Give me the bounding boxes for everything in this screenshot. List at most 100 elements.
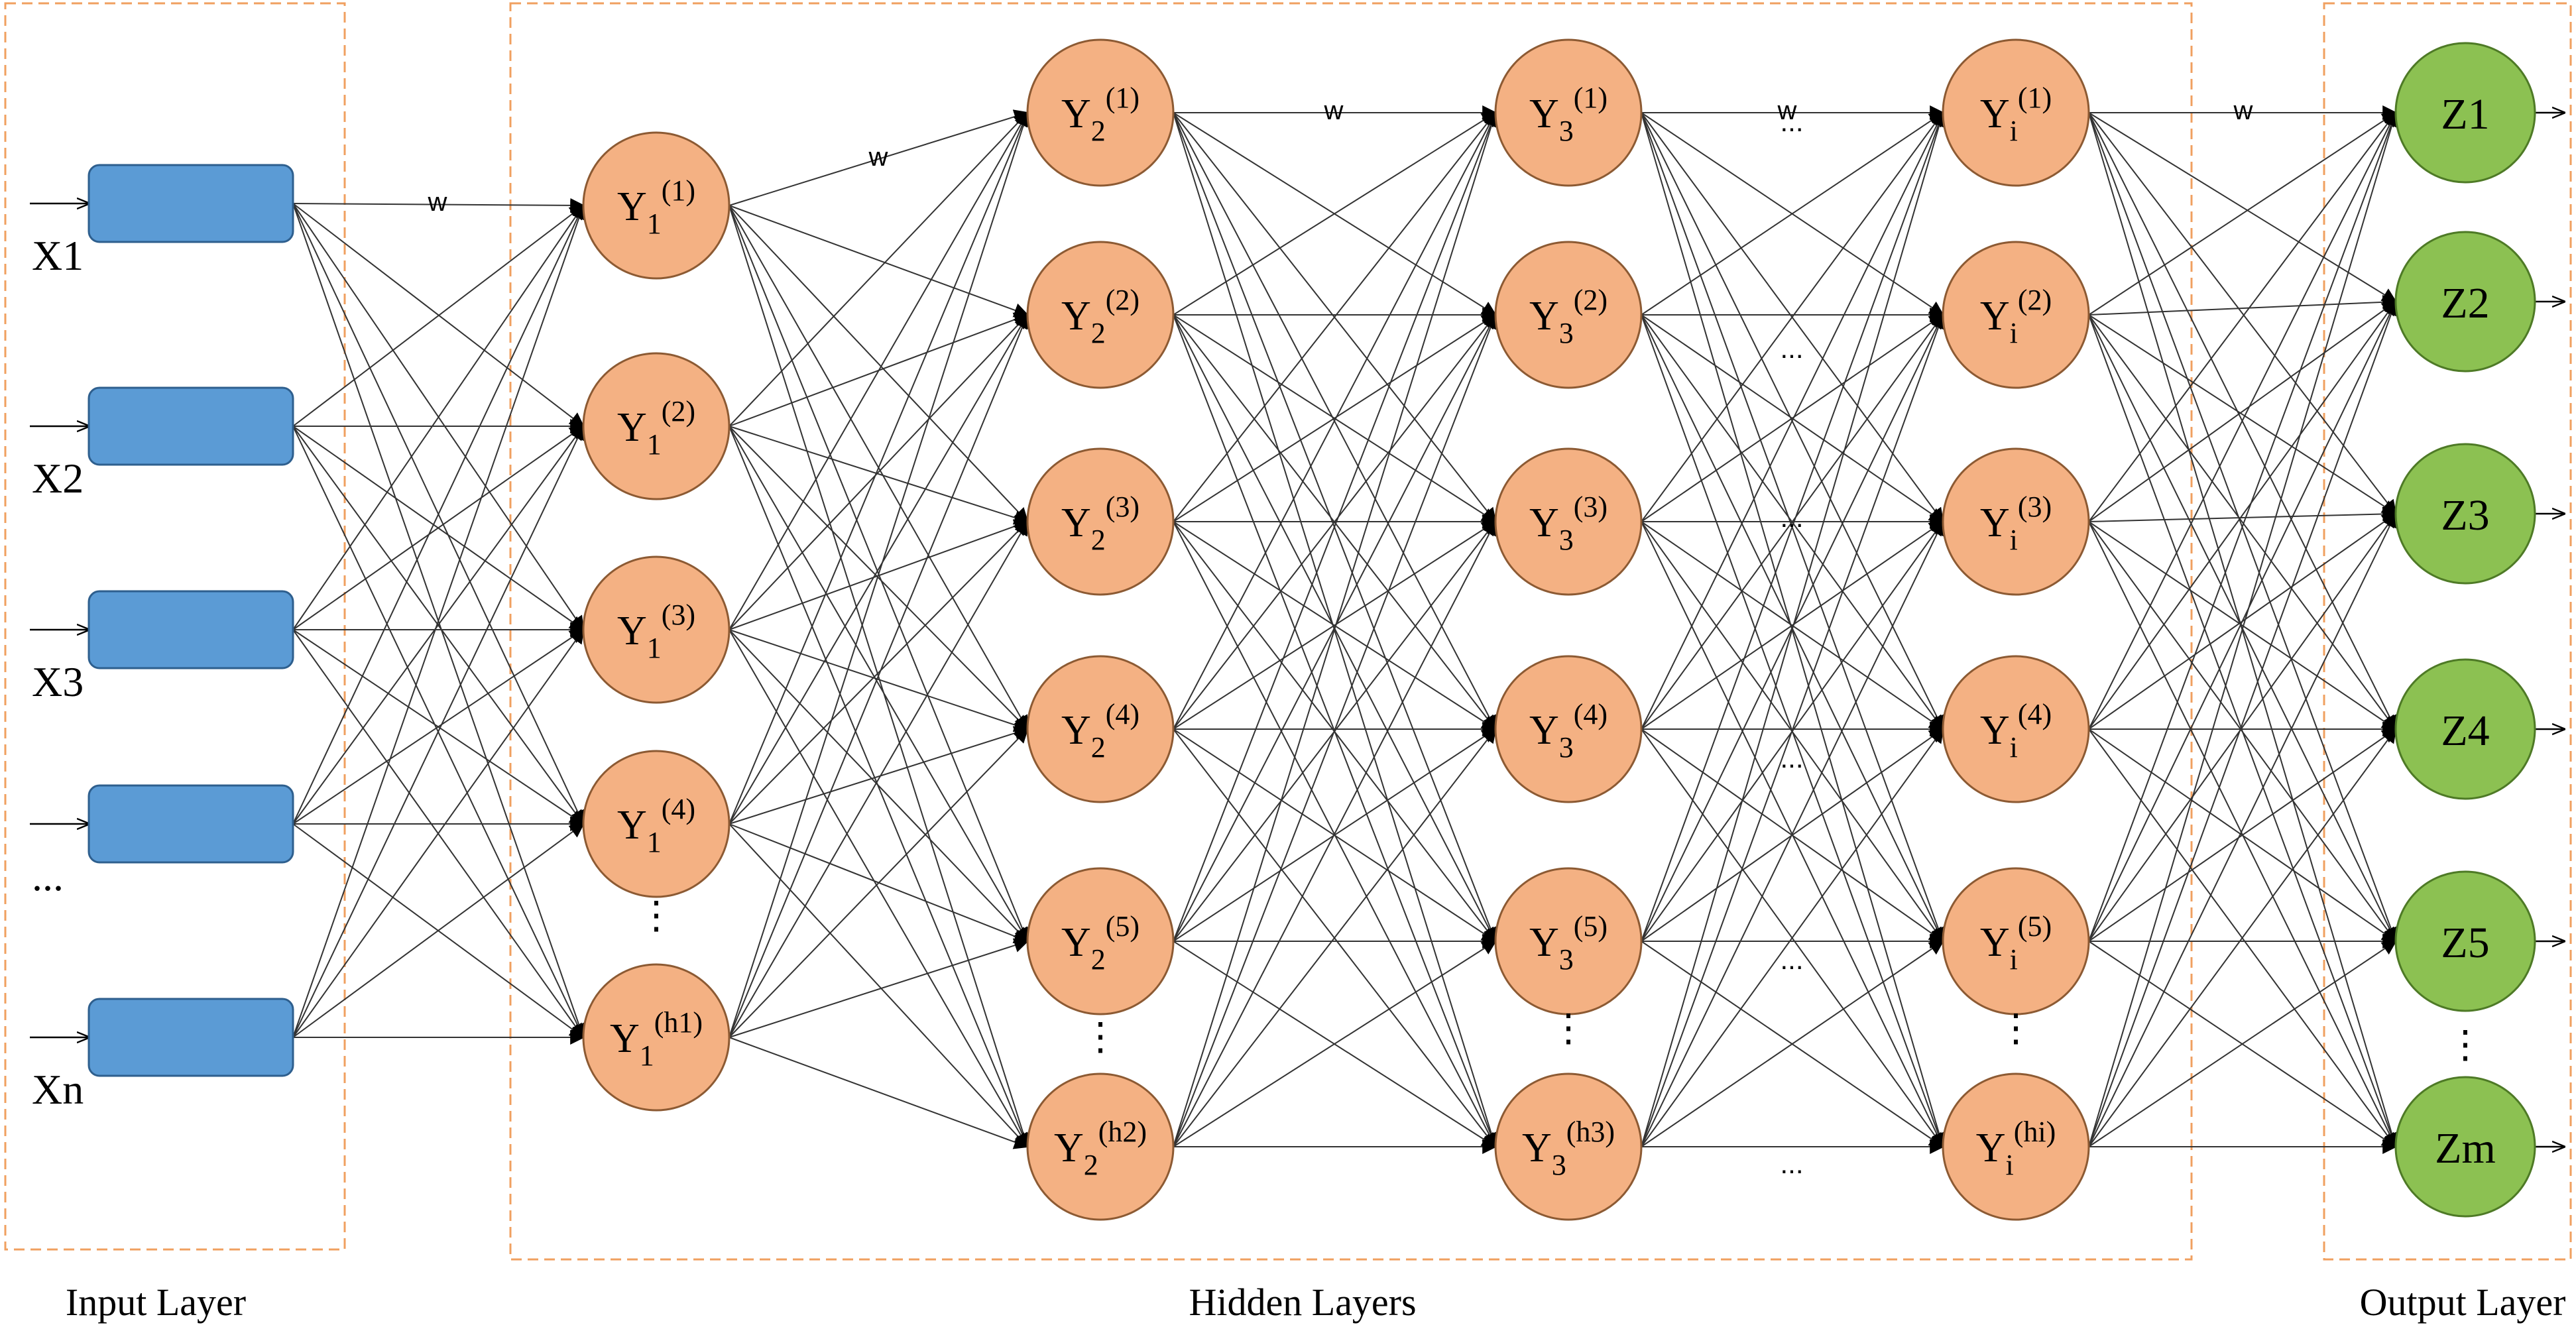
output-neuron-circle (2394, 1076, 2536, 1218)
hidden-neuron-circle (1026, 1072, 1175, 1221)
hidden-neuron-label: Y3(1) (1529, 82, 1608, 147)
output-neuron: Z3 (2394, 443, 2536, 585)
hidden-neuron-label: Y3(4) (1529, 698, 1608, 764)
hidden-neuron: Y2(h2) (1026, 1072, 1175, 1221)
output-neuron-label: Z3 (2441, 491, 2489, 540)
hidden-neuron-circle (1942, 1072, 2090, 1221)
edge-154 (2088, 728, 2397, 942)
edge-129 (2088, 112, 2397, 515)
edge-34 (729, 426, 1029, 730)
hidden-neuron-label: Y2(1) (1061, 82, 1140, 147)
output-neuron-circle (2394, 443, 2536, 585)
hidden-neuron: Yi(3) (1942, 447, 2090, 596)
hidden-neuron-circle (1494, 447, 1643, 596)
hidden-neuron-circle (1494, 241, 1643, 389)
edge-31 (729, 111, 1029, 427)
hidden-neuron-label: Yi(2) (1980, 284, 2052, 349)
network-nodes: X1X2X3...XnY1(1)Y1(2)Y1(3)Y1(4)Y1(h1)Y2(… (32, 38, 2536, 1221)
hidden-neuron-circle (582, 131, 731, 280)
edge-16 (292, 425, 585, 825)
output-neuron-label: Z4 (2441, 707, 2489, 755)
edge-0 (292, 198, 585, 213)
edge-88 (1173, 728, 1497, 1147)
output-neuron: Z5 (2394, 870, 2536, 1012)
edge-68 (1173, 314, 1497, 522)
input-node-box (88, 386, 294, 466)
hidden-neuron: Yi(1) (1942, 38, 2090, 187)
hidden-neuron-label: Yi(4) (1980, 698, 2052, 764)
edge-25 (729, 109, 1029, 206)
edge-46 (729, 726, 1029, 825)
edge-20 (292, 203, 586, 1038)
vertical-ellipsis: ⋮ (2446, 1023, 2485, 1066)
edge-38 (729, 314, 1029, 630)
edge-143 (2088, 521, 2397, 943)
edge-115 (1641, 111, 1946, 942)
edge-41 (729, 629, 1029, 943)
edge-85 (1173, 111, 1499, 1147)
hidden-neuron-label: Y2(3) (1061, 491, 1140, 556)
hidden-neuron-circle (1494, 867, 1643, 1015)
hidden-neuron-circle (1942, 241, 2090, 389)
input-layer-label: Input Layer (66, 1281, 246, 1324)
hidden-neuron: Y2(4) (1026, 655, 1175, 803)
output-neuron-label: Z1 (2441, 90, 2489, 139)
hidden-neuron-circle (1942, 38, 2090, 187)
hidden-neuron-circle (1494, 1072, 1643, 1221)
hidden-neuron-circle (1026, 447, 1175, 596)
edge-22 (292, 628, 585, 1038)
hidden-neuron: Y1(1) (582, 131, 731, 280)
edge-36 (729, 426, 1029, 1149)
hidden-neuron: Yi(hi) (1942, 1072, 2090, 1221)
gap-dots: ... (1780, 106, 1803, 137)
input-node-label: X3 (32, 658, 84, 705)
edge-125 (1641, 940, 1944, 1147)
edge-52 (729, 728, 1029, 1038)
hidden-neuron-circle (582, 750, 731, 898)
edge-5 (292, 204, 585, 427)
hidden-neuron-label: Y1(2) (617, 395, 695, 461)
hidden-neuron-circle (1942, 447, 2090, 596)
hidden-neuron-label: Yi(5) (1980, 910, 2052, 976)
gap-dots: ... (1780, 944, 1803, 975)
hidden-neuron-circle (1026, 655, 1175, 803)
hidden-neuron-label: Yi(1) (1980, 82, 2052, 147)
edge-15 (292, 204, 585, 825)
edge-121 (1641, 111, 1947, 1147)
edge-27 (729, 205, 1029, 523)
vertical-ellipsis: ⋮ (1997, 1006, 2035, 1049)
hidden-neuron: Y1(4) (582, 750, 731, 898)
hidden-neuron: Y3(h3) (1494, 1072, 1643, 1221)
edge-145 (2088, 111, 2397, 730)
edge-33 (729, 426, 1029, 525)
edge-158 (2088, 300, 2398, 1147)
hidden-neuron-label: Y2(h2) (1054, 1116, 1147, 1181)
hidden-neuron: Yi(4) (1942, 655, 2090, 803)
edge-17 (292, 628, 585, 825)
hidden-neuron-circle (582, 352, 731, 500)
hidden-neuron-label: Y1(1) (617, 174, 695, 240)
hidden-neuron-label: Y2(2) (1061, 284, 1140, 349)
hidden-neuron: Y2(5) (1026, 867, 1175, 1015)
edge-44 (729, 314, 1029, 825)
edge-111 (1641, 520, 1944, 730)
output-neuron-circle (2394, 42, 2536, 184)
hidden-neuron-label: Y2(5) (1061, 910, 1140, 976)
edge-74 (1173, 314, 1497, 730)
vertical-ellipsis: ⋮ (637, 894, 675, 937)
hidden-neuron: Y2(2) (1026, 241, 1175, 389)
hidden-neuron: Y2(1) (1026, 38, 1175, 187)
output-neuron: Z2 (2394, 231, 2536, 373)
input-node-box (88, 590, 294, 669)
hidden-neuron-label: Y3(3) (1529, 491, 1608, 556)
edge-134 (2088, 294, 2398, 316)
hidden-neuron-label: Y1(h1) (610, 1006, 703, 1072)
edge-160 (2088, 728, 2397, 1147)
hidden-neuron-label: Yi(3) (1980, 491, 2052, 556)
edge-35 (729, 426, 1029, 943)
edge-152 (2088, 300, 2397, 942)
input-node-label: X1 (32, 232, 84, 279)
gap-dots: ... (1780, 742, 1803, 774)
hidden-neuron-circle (582, 963, 731, 1112)
edge-140 (2088, 300, 2397, 522)
